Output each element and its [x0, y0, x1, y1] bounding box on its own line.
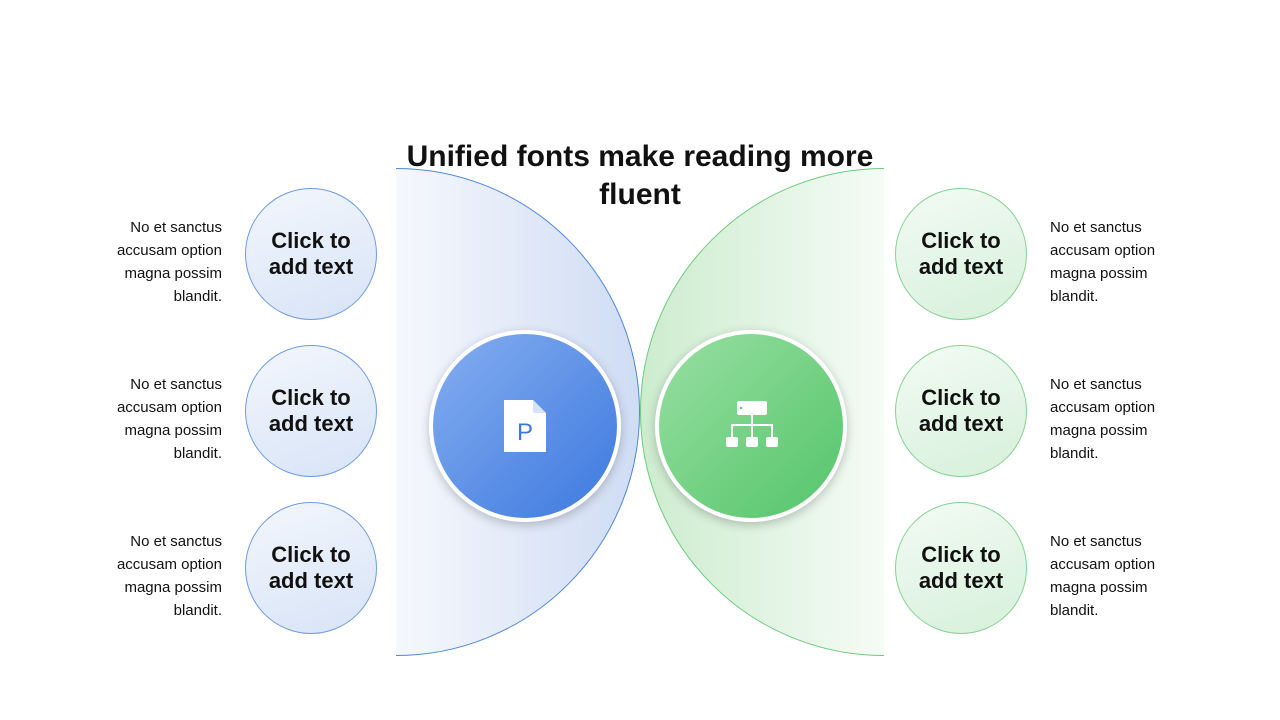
- left-item-description-2[interactable]: No et sanctus accusam option magna possi…: [116, 376, 222, 462]
- presentation-file-letter: P: [517, 419, 533, 446]
- right-item-circle-1[interactable]: Click to add text: [895, 188, 1027, 320]
- right-item-circle-2[interactable]: Click to add text: [895, 345, 1027, 477]
- presentation-file-icon: P: [504, 400, 546, 452]
- right-item-label-2[interactable]: Click to add text: [918, 385, 1004, 436]
- left-item-description-1[interactable]: No et sanctus accusam option magna possi…: [116, 219, 222, 305]
- right-hub-circle: [655, 330, 847, 522]
- right-item-label-1[interactable]: Click to add text: [918, 228, 1004, 279]
- right-item-description-1[interactable]: No et sanctus accusam option magna possi…: [1050, 219, 1156, 305]
- left-item-label-2[interactable]: Click to add text: [268, 385, 354, 436]
- left-item-label-3[interactable]: Click to add text: [268, 542, 354, 593]
- hierarchy-chart-icon: [726, 401, 778, 447]
- right-item-label-3[interactable]: Click to add text: [918, 542, 1004, 593]
- slide-title: Unified fonts make reading more fluent: [406, 140, 874, 211]
- right-item-description-3[interactable]: No et sanctus accusam option magna possi…: [1050, 533, 1156, 619]
- left-item-circle-1[interactable]: Click to add text: [245, 188, 377, 320]
- left-item-description-3[interactable]: No et sanctus accusam option magna possi…: [116, 533, 222, 619]
- left-hub-circle: P: [429, 330, 621, 522]
- left-item-label-1[interactable]: Click to add text: [268, 228, 354, 279]
- right-item-description-2[interactable]: No et sanctus accusam option magna possi…: [1050, 376, 1156, 462]
- left-item-circle-2[interactable]: Click to add text: [245, 345, 377, 477]
- left-item-circle-3[interactable]: Click to add text: [245, 502, 377, 634]
- right-item-circle-3[interactable]: Click to add text: [895, 502, 1027, 634]
